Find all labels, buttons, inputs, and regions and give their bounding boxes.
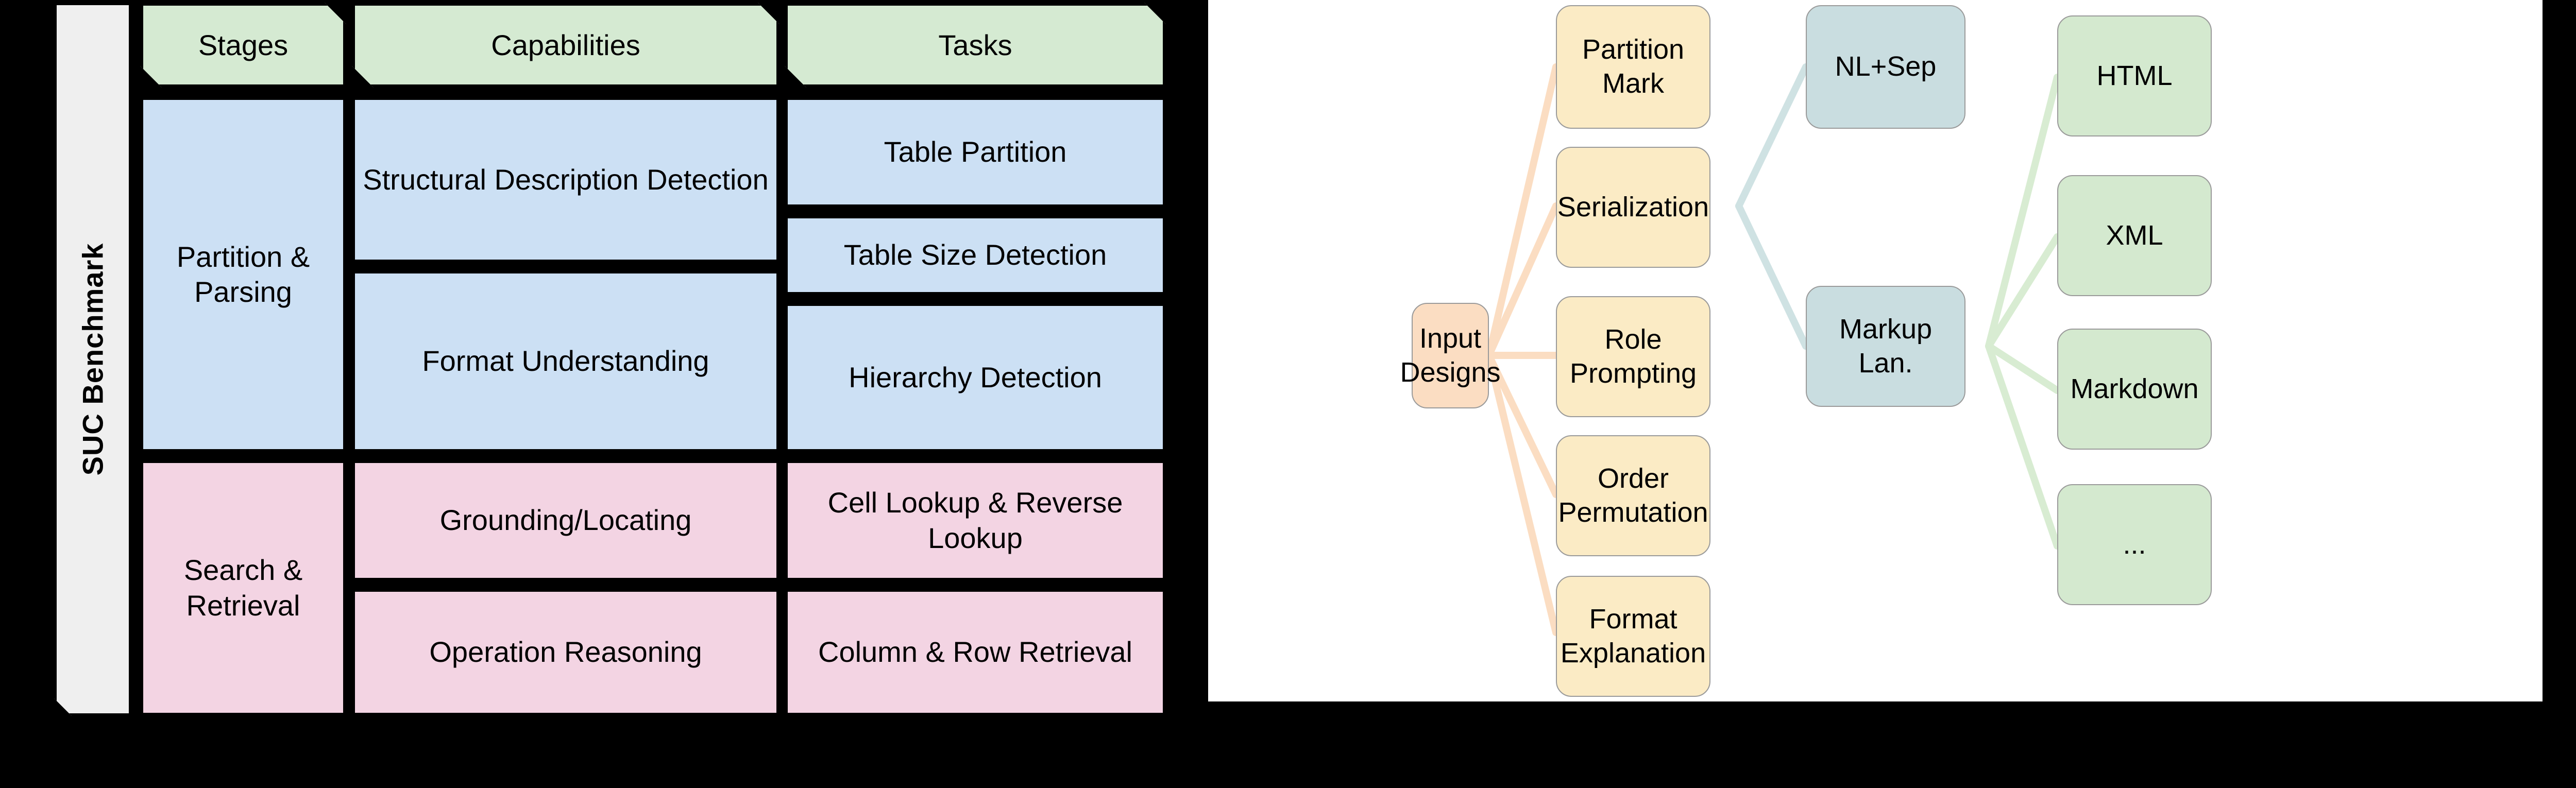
suc-benchmark-label: SUC Benchmark — [76, 243, 109, 476]
suc-benchmark-side-tag: SUC Benchmark — [54, 3, 131, 716]
edge-serialization-to-markup-lan — [1735, 202, 1809, 350]
node-ellipsis-label: ... — [2123, 528, 2146, 560]
node-role-prompting-label: Role Prompting — [1569, 323, 1697, 389]
edge-markup-lan-to-ellipsis — [1985, 342, 2061, 550]
task-cell-column-row-retrieval-label: Column & Row Retrieval — [818, 636, 1132, 669]
column-header-stages: Stages — [140, 3, 346, 88]
stage-cell-partition-parsing: Partition & Parsing — [140, 97, 346, 452]
task-cell-table-partition-label: Table Partition — [884, 135, 1067, 168]
node-order-permutation-label: Order Permutation — [1558, 462, 1708, 528]
capability-cell-operation-reasoning: Operation Reasoning — [352, 589, 779, 716]
node-xml[interactable]: XML — [2057, 175, 2212, 296]
task-cell-table-partition: Table Partition — [785, 97, 1166, 208]
task-cell-table-size-detection-label: Table Size Detection — [843, 238, 1107, 271]
task-cell-hierarchy-detection-label: Hierarchy Detection — [849, 361, 1102, 393]
edge-markup-lan-to-markdown — [1985, 342, 2061, 394]
column-header-stages-label: Stages — [198, 29, 289, 61]
node-role-prompting[interactable]: Role Prompting — [1556, 296, 1710, 417]
node-markdown[interactable]: Markdown — [2057, 329, 2212, 450]
node-serialization-label: Serialization — [1557, 191, 1709, 222]
stage-cell-search-retrieval-label: Search & Retrieval — [183, 554, 303, 622]
edge-input-designs-to-format-explanation — [1485, 352, 1560, 636]
capability-cell-grounding-locating-label: Grounding/Locating — [439, 504, 692, 537]
edge-input-designs-to-order-permutation — [1485, 352, 1560, 498]
node-nl-sep-label: NL+Sep — [1835, 51, 1937, 82]
column-header-capabilities-label: Capabilities — [491, 29, 640, 61]
node-html[interactable]: HTML — [2057, 15, 2212, 136]
capability-cell-structural-description-detection-label: Structural Description Detection — [363, 163, 769, 196]
stage-cell-partition-parsing-label: Partition & Parsing — [176, 240, 310, 308]
capability-cell-structural-description-detection: Structural Description Detection — [352, 97, 779, 263]
node-input-designs[interactable]: Input Designs — [1400, 303, 1501, 408]
stage-cell-search-retrieval: Search & Retrieval — [140, 460, 346, 716]
edge-markup-lan-to-html — [1985, 74, 2061, 350]
suc-benchmark-taxonomy-panel: SUC Benchmark Stages Capabilities Tasks … — [0, 0, 1166, 721]
node-markup-lan[interactable]: Markup Lan. — [1806, 286, 1965, 407]
capability-cell-format-understanding: Format Understanding — [352, 270, 779, 452]
node-ellipsis[interactable]: ... — [2057, 484, 2212, 605]
node-nl-sep[interactable]: NL+Sep — [1806, 5, 1965, 129]
node-format-explanation-label: Format Explanation — [1560, 603, 1706, 669]
flow-edges — [1485, 63, 2061, 636]
task-cell-cell-lookup-reverse-lookup-label: Cell Lookup & Reverse Lookup — [827, 486, 1123, 554]
node-markup-lan-label: Markup Lan. — [1839, 313, 1933, 379]
node-input-designs-label: Input Designs — [1400, 322, 1501, 388]
capability-cell-format-understanding-label: Format Understanding — [422, 345, 709, 378]
task-cell-cell-lookup-reverse-lookup: Cell Lookup & Reverse Lookup — [785, 460, 1166, 581]
edge-group-serialization — [1735, 63, 1809, 350]
node-partition-mark[interactable]: Partition Mark — [1556, 5, 1710, 129]
edge-group-input-designs — [1485, 63, 1560, 636]
edge-input-designs-to-serialization — [1485, 202, 1560, 359]
capability-cell-grounding-locating: Grounding/Locating — [352, 460, 779, 581]
edge-markup-lan-to-xml — [1985, 233, 2061, 350]
input-designs-flow-panel: Input Designs Partition Mark Serializati… — [1208, 0, 2543, 701]
node-serialization[interactable]: Serialization — [1556, 147, 1710, 268]
task-cell-column-row-retrieval: Column & Row Retrieval — [785, 589, 1166, 716]
column-header-tasks-label: Tasks — [938, 29, 1012, 61]
column-header-capabilities: Capabilities — [352, 3, 779, 88]
node-format-explanation[interactable]: Format Explanation — [1556, 576, 1710, 697]
capability-cell-operation-reasoning-label: Operation Reasoning — [429, 636, 702, 669]
node-partition-mark-label: Partition Mark — [1582, 34, 1685, 99]
task-cell-hierarchy-detection: Hierarchy Detection — [785, 303, 1166, 452]
edge-input-designs-to-partition-mark — [1485, 63, 1560, 359]
edge-serialization-to-nl-sep — [1735, 63, 1809, 210]
edge-group-markup-lan — [1985, 74, 2061, 550]
node-markdown-label: Markdown — [2070, 373, 2199, 404]
task-cell-table-size-detection: Table Size Detection — [785, 215, 1166, 295]
node-html-label: HTML — [2096, 60, 2173, 91]
node-xml-label: XML — [2106, 219, 2163, 251]
column-header-tasks: Tasks — [785, 3, 1166, 88]
node-order-permutation[interactable]: Order Permutation — [1556, 435, 1710, 556]
